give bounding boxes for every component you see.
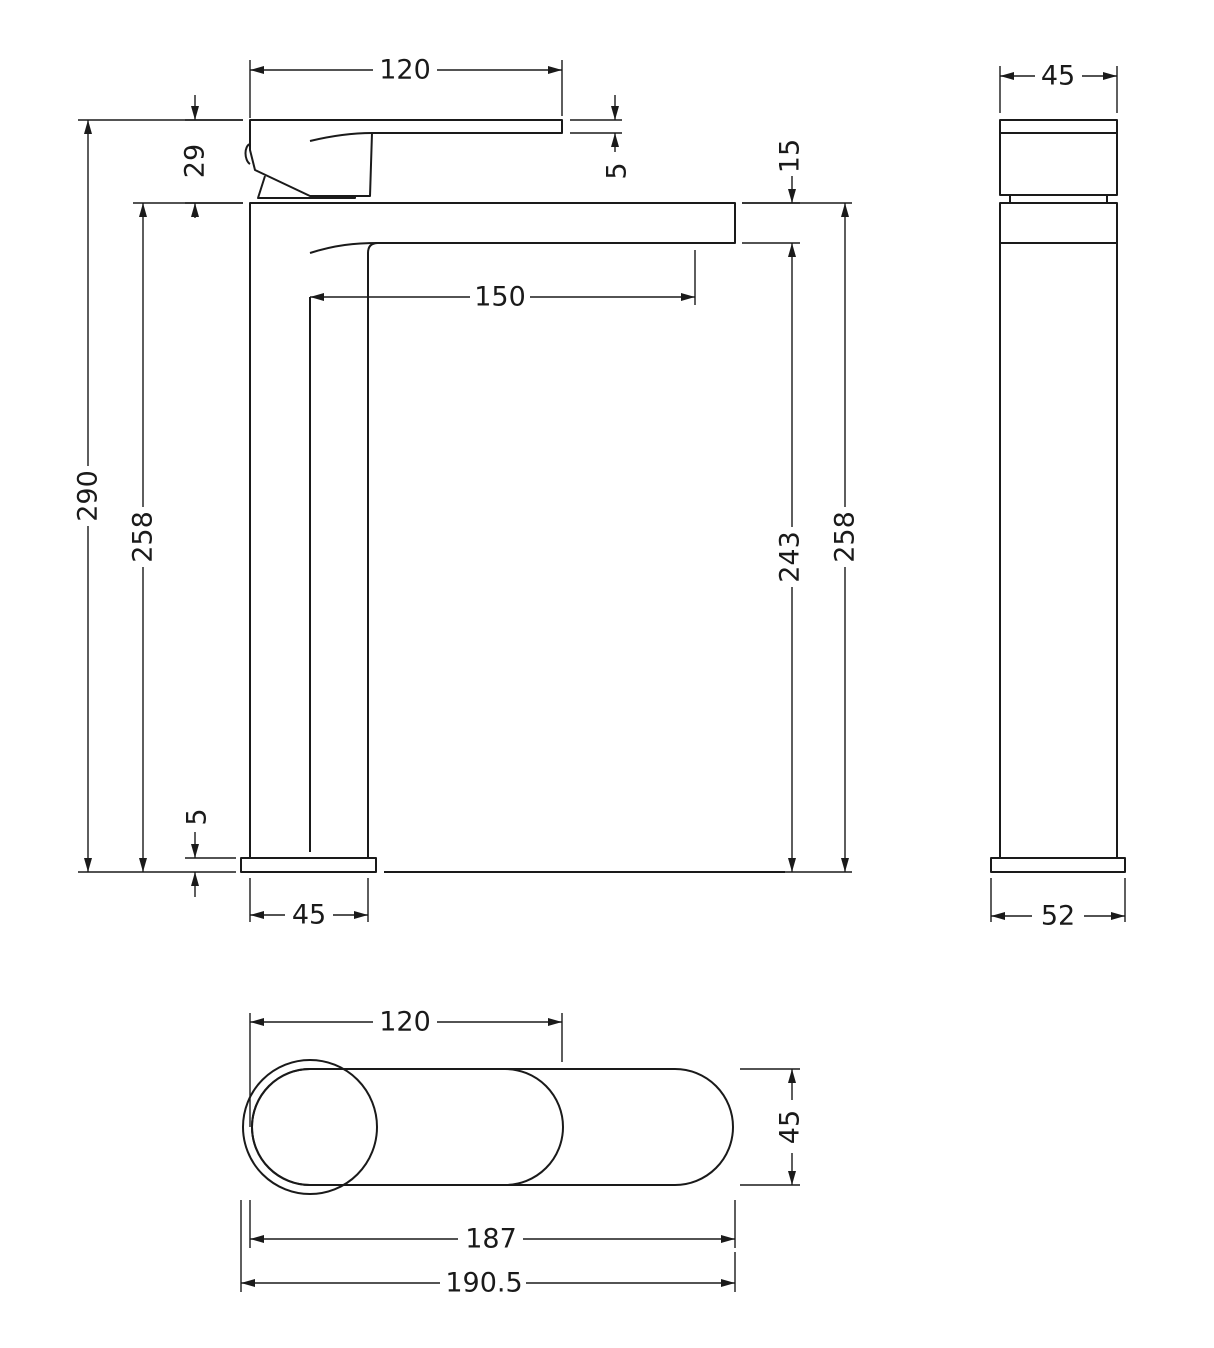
dim-top-width: 45: [740, 1068, 806, 1186]
dim-handle-length: 120: [249, 55, 563, 118]
side-neck: [1009, 194, 1108, 204]
side-body: [999, 202, 1118, 859]
handle-curve: [309, 132, 373, 142]
dim-top-length: 187: [249, 1200, 736, 1255]
handle-top-outline: [251, 1068, 564, 1186]
dim-spout-reach: 150: [310, 250, 696, 313]
dim-label-handle-height: 29: [180, 144, 211, 178]
dim-side-top-width: 45: [999, 61, 1118, 113]
handle-knob: [244, 143, 251, 165]
dim-label-top-length: 187: [465, 1224, 517, 1255]
dim-label-handle-plate: 5: [602, 162, 633, 179]
side-view: 45 52: [990, 61, 1126, 932]
dim-label-body-height-left: 258: [128, 511, 159, 563]
dim-overall-height: 290: [73, 119, 243, 873]
handle-outline: [249, 119, 563, 197]
dim-handle-plate: 5: [570, 95, 633, 180]
dim-top-handle-length: 120: [249, 1007, 563, 1127]
dim-label-overall-height: 290: [73, 470, 104, 522]
spout-underside-curve: [309, 242, 379, 254]
dim-label-spout-reach: 150: [474, 282, 526, 313]
spout-top-outline: [251, 1068, 734, 1186]
dim-side-base-width: 52: [990, 878, 1126, 932]
dim-top-overall-length: 190.5: [240, 1200, 736, 1299]
top-view: 120 45 187 190.5: [240, 1007, 806, 1299]
body-spout-outline: [249, 202, 736, 859]
dim-label-handle-length: 120: [379, 55, 431, 86]
dim-label-body-height-right: 258: [830, 511, 861, 563]
dim-spout-thickness: 15: [742, 139, 806, 244]
dim-spout-clearance: 243: [775, 243, 806, 872]
dim-handle-height: 29: [180, 95, 243, 218]
dim-label-spout-thickness: 15: [775, 139, 806, 173]
dim-label-base-plate: 5: [182, 808, 213, 825]
dim-label-top-width: 45: [775, 1110, 806, 1144]
handle-neck: [257, 175, 356, 199]
dim-base-plate: 5: [182, 808, 236, 897]
dim-label-side-base-width: 52: [1041, 901, 1075, 932]
dim-body-height-right: 258: [742, 202, 861, 873]
dim-body-height-left: 258: [128, 202, 243, 872]
side-base-plate: [990, 857, 1126, 873]
base-plate: [240, 857, 377, 873]
dim-label-top-handle-length: 120: [379, 1007, 431, 1038]
base-circle-top: [242, 1059, 378, 1195]
front-view: 120 29 5 15: [73, 55, 861, 931]
side-handle: [999, 119, 1118, 196]
dim-label-top-overall-length: 190.5: [445, 1268, 522, 1299]
dim-label-body-width: 45: [292, 900, 326, 931]
dim-label-side-top-width: 45: [1041, 61, 1075, 92]
dim-body-width: 45: [249, 878, 369, 931]
dim-label-spout-clearance: 243: [775, 531, 806, 583]
